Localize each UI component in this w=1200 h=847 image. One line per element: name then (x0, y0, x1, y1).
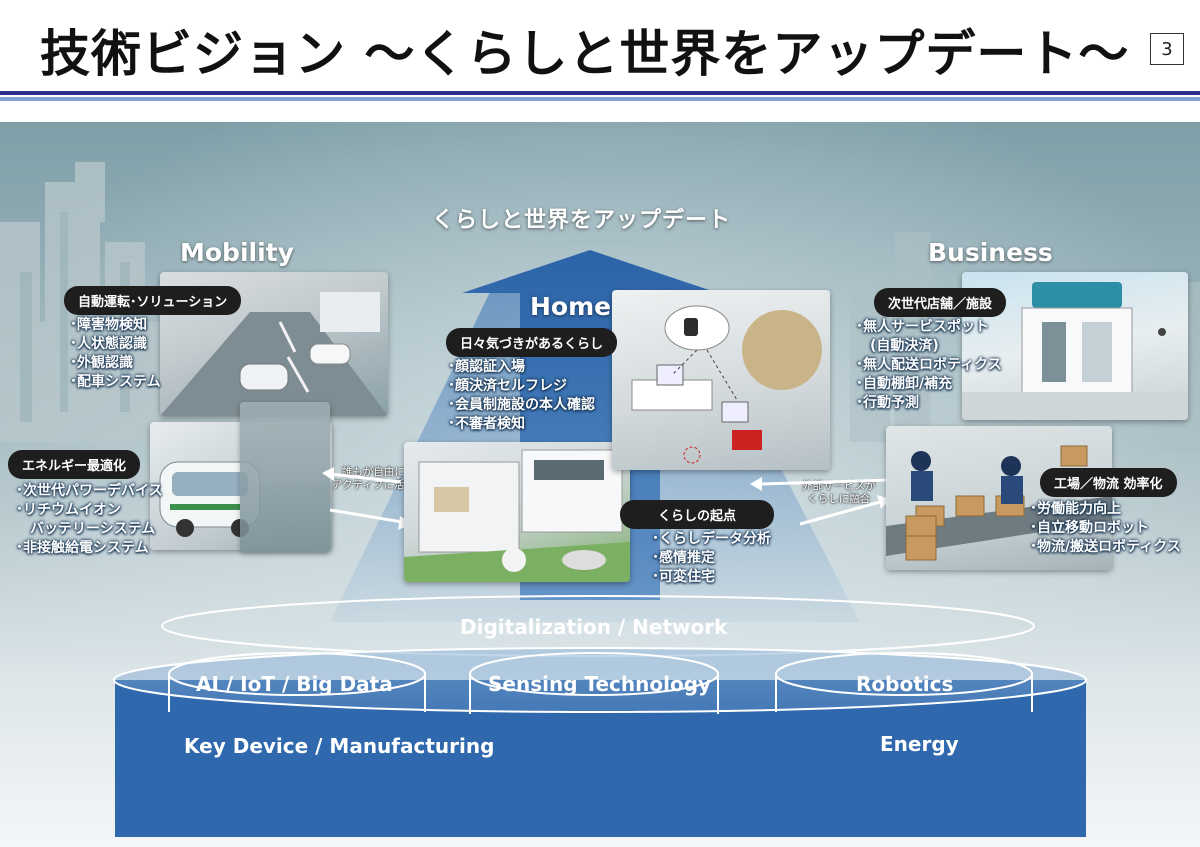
robotics-label: Robotics (856, 672, 954, 696)
life-origin-list: ･くらしデータ分析 ･感情推定 ･可変住宅 (652, 530, 771, 587)
list-item: ･非接触給電システム (16, 540, 149, 556)
home-title: Home (530, 292, 612, 321)
home-interior-photo (404, 442, 630, 582)
flow-arrows-right (750, 477, 891, 526)
mobility-title: Mobility (180, 238, 294, 267)
list-item: ･不審者検知 (448, 416, 525, 432)
list-item: ･会員制施設の本人確認 (448, 397, 595, 413)
life-origin-label: くらしの起点 (620, 500, 775, 529)
energy-label: Energy (880, 732, 959, 756)
list-item: バッテリーシステム (16, 521, 156, 537)
street-illustration (160, 292, 388, 416)
list-item: ･次世代パワーデバイス (16, 483, 163, 499)
list-item: ･配車システム (70, 374, 161, 390)
next-gen-store-label: 次世代店舗／施設 (874, 288, 1007, 317)
warehouse-illustration (886, 445, 1112, 561)
key-device-manufacturing-label: Key Device / Manufacturing (184, 734, 495, 758)
list-item: ･無人サービスポット (856, 319, 989, 335)
next-gen-store-photo (962, 272, 1188, 420)
list-item: ･自立移動ロボット (1030, 520, 1149, 536)
list-item: ･顔認証入場 (448, 359, 525, 375)
ai-iot-bigdata-label: AI / IoT / Big Data (196, 672, 393, 696)
list-item: ･行動予測 (856, 395, 919, 411)
business-title: Business (928, 238, 1053, 267)
awareness-list: ･顔認証入場 ･顔決済セルフレジ ･会員制施設の本人確認 ･不審者検知 (448, 358, 595, 434)
factory-efficiency-label: 工場／物流 効率化 (1040, 468, 1177, 497)
list-item: ･人状態認識 (70, 336, 147, 352)
vision-diagram: くらしと世界をアップデート Mobility Home Business 自動運… (0, 122, 1200, 847)
list-item: ･自動棚卸/補充 (856, 376, 953, 392)
list-item: ･リチウムイオン (16, 502, 121, 518)
list-item: ･顔決済セルフレジ (448, 378, 567, 394)
arrow-label: くらしと世界をアップデート (432, 208, 732, 233)
header-rule-dark (0, 91, 1200, 95)
factory-logistics-photo (886, 426, 1112, 570)
list-item: ･無人配送ロボティクス (856, 357, 1002, 373)
energy-optimization-label: エネルギー最適化 (8, 450, 141, 479)
energy-list: ･次世代パワーデバイス ･リチウムイオン バッテリーシステム ･非接触給電システ… (16, 482, 163, 558)
sensing-technology-label: Sensing Technology (488, 672, 712, 696)
list-item: ･外観認識 (70, 355, 133, 371)
city-road-photo (240, 402, 330, 552)
lobby-illustration (631, 305, 822, 464)
list-item: ･物流/搬送ロボティクス (1030, 539, 1181, 555)
page-number: 3 (1150, 33, 1184, 65)
list-item: ･労働能力向上 (1030, 501, 1121, 517)
list-item: ･感情推定 (652, 550, 715, 566)
header-rule-light (0, 97, 1200, 101)
list-item: ･くらしデータ分析 (652, 531, 771, 547)
page-title: 技術ビジョン ～くらしと世界をアップデート～ (40, 25, 1130, 83)
factory-list: ･労働能力向上 ･自立移動ロボット ･物流/搬送ロボティクス (1030, 500, 1181, 557)
smart-lobby-photo (612, 290, 830, 470)
autonomous-label: 自動運転･ソリューション (64, 286, 242, 315)
list-item: (自動決済) (856, 338, 939, 354)
daily-awareness-label: 日々気づきがあるくらし (446, 328, 618, 357)
list-item: ･障害物検知 (70, 317, 147, 333)
digitalization-network-label: Digitalization / Network (460, 615, 728, 639)
autonomous-list: ･障害物検知 ･人状態認識 ･外観認識 ･配車システム (70, 316, 161, 392)
store-illustration (962, 282, 1188, 420)
store-list: ･無人サービスポット (自動決済) ･無人配送ロボティクス ･自動棚卸/補充 ･… (856, 318, 1002, 413)
platform-cylinders (113, 595, 1087, 837)
house-illustration (404, 449, 630, 582)
list-item: ･可変住宅 (652, 569, 715, 585)
